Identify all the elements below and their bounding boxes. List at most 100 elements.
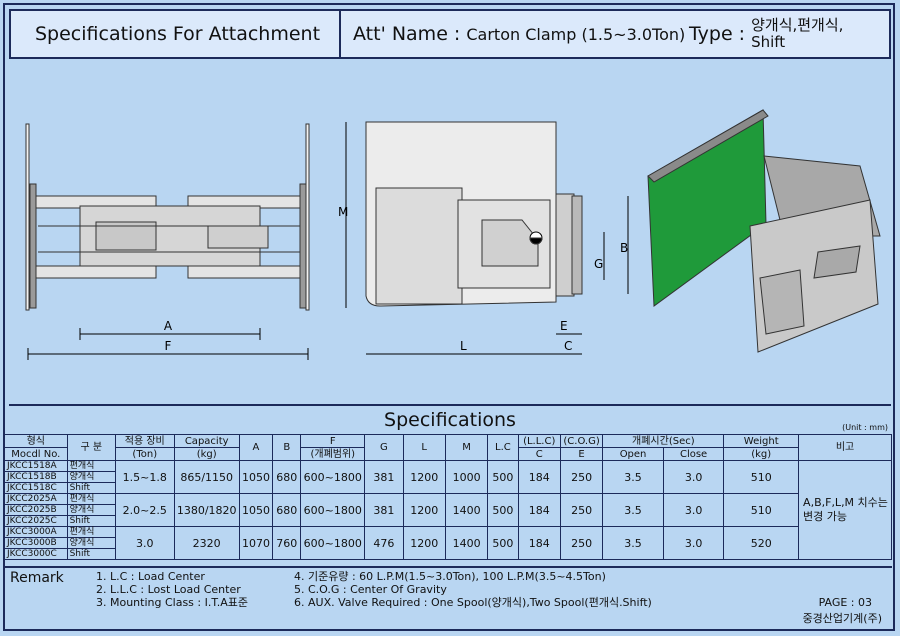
- g-cell: 381: [364, 493, 404, 527]
- hdr-kind: 구 분: [66, 434, 117, 461]
- c-cell: 184: [517, 460, 561, 494]
- dim-a-label: A: [164, 319, 173, 333]
- c-cell: 184: [517, 493, 561, 527]
- dim-b-label: B: [620, 241, 628, 255]
- e-cell: 250: [559, 493, 604, 527]
- m-cell: 1400: [444, 526, 489, 560]
- remark-section: Remark 1. L.C : Load Center 2. L.L.C : L…: [4, 566, 892, 628]
- hdr-time: 개폐시간(Sec): [602, 434, 725, 448]
- weight-cell: 510: [723, 460, 800, 494]
- model-cell: JKCC1518C: [4, 482, 68, 494]
- kind-cell: Shift: [66, 515, 117, 527]
- hdr-b: B: [272, 434, 302, 461]
- truck-cell: 3.0: [115, 526, 175, 560]
- hdr-cog-e: E: [559, 447, 604, 461]
- table-row: JKCC2025B 양개식: [4, 504, 892, 516]
- hdr-f: F: [300, 434, 366, 448]
- table-row: JKCC3000A 편개식 3.0 2320 1070 760 600~1800…: [4, 526, 892, 560]
- model-cell: JKCC3000A: [4, 526, 68, 538]
- kind-cell: 양개식: [66, 471, 117, 483]
- kind-cell: Shift: [66, 548, 117, 560]
- l-cell: 1200: [402, 460, 446, 494]
- hdr-lc: L.C: [487, 434, 519, 461]
- type-label: Type :: [689, 23, 746, 45]
- dim-e-label: E: [560, 319, 568, 333]
- f-cell: 600~1800: [300, 493, 366, 527]
- f-cell: 600~1800: [300, 460, 366, 494]
- technical-drawing: A F M L E C B G: [25, 109, 881, 360]
- a-cell: 1050: [238, 493, 274, 527]
- model-cell: JKCC1518A: [4, 460, 68, 472]
- open-cell: 3.5: [602, 493, 664, 527]
- b-cell: 680: [272, 493, 302, 527]
- company-name: 중경산업기계(주): [802, 612, 882, 625]
- remark-item: 3. Mounting Class : I.T.A표준: [96, 596, 249, 609]
- truck-cell: 1.5~1.8: [115, 460, 175, 494]
- b-cell: 680: [272, 460, 302, 494]
- hdr-m: M: [444, 434, 489, 461]
- page-number: PAGE : 03: [818, 596, 872, 609]
- hdr-close: Close: [662, 447, 725, 461]
- table-row: JKCC2025A 편개식 2.0~2.5 1380/1820 1050 680…: [4, 493, 892, 527]
- remark-item: 4. 기준유량 : 60 L.P.M(1.5~3.0Ton), 100 L.P.…: [294, 570, 606, 583]
- hdr-truck-unit: (Ton): [115, 447, 175, 461]
- lc-cell: 500: [487, 493, 519, 527]
- hdr-note: 비고: [798, 434, 892, 461]
- capacity-cell: 865/1150: [173, 460, 240, 494]
- dim-f-label: F: [165, 339, 172, 353]
- hdr-l: L: [402, 434, 446, 461]
- hdr-open: Open: [602, 447, 664, 461]
- side-view: M L E C B G: [338, 121, 629, 355]
- att-name: Att' Name : Carton Clamp (1.5~3.0Ton): [341, 23, 689, 45]
- remark-item: 2. L.L.C : Lost Load Center: [96, 583, 241, 596]
- page-title: Specifications For Attachment: [11, 11, 341, 57]
- remark-list-right: 4. 기준유량 : 60 L.P.M(1.5~3.0Ton), 100 L.P.…: [294, 570, 652, 609]
- kind-cell: 양개식: [66, 504, 117, 516]
- table-row: JKCC1518B 양개식: [4, 471, 892, 483]
- kind-cell: Shift: [66, 482, 117, 494]
- hdr-truck: 적용 장비: [115, 434, 175, 448]
- dim-m-label: M: [338, 205, 348, 219]
- kind-cell: 양개식: [66, 537, 117, 549]
- l-cell: 1200: [402, 526, 446, 560]
- att-name-label: Att' Name :: [353, 23, 461, 45]
- model-cell: JKCC2025B: [4, 504, 68, 516]
- hdr-weight: Weight: [723, 434, 800, 448]
- dim-l-label: L: [460, 339, 467, 353]
- e-cell: 250: [559, 526, 604, 560]
- table-row: JKCC1518A 편개식 1.5~1.8 865/1150 1050 680 …: [4, 460, 892, 560]
- g-cell: 381: [364, 460, 404, 494]
- remark-item: 1. L.C : Load Center: [96, 570, 205, 583]
- open-cell: 3.5: [602, 526, 664, 560]
- hdr-llc: (L.L.C): [517, 434, 561, 448]
- b-cell: 760: [272, 526, 302, 560]
- kind-cell: 편개식: [66, 526, 117, 538]
- dim-c-label: C: [564, 339, 572, 353]
- a-cell: 1050: [238, 460, 274, 494]
- weight-cell: 510: [723, 493, 800, 527]
- open-cell: 3.5: [602, 460, 664, 494]
- spec-title: Specifications: [9, 404, 891, 431]
- hdr-capacity: Capacity: [173, 434, 240, 448]
- hdr-llc-c: C: [517, 447, 561, 461]
- outer-frame: [3, 3, 895, 631]
- hdr-model-kr: 형식: [4, 434, 68, 448]
- kind-cell: 편개식: [66, 493, 117, 505]
- unit-note: (Unit : mm): [842, 423, 888, 432]
- weight-cell: 520: [723, 526, 800, 560]
- lc-cell: 500: [487, 526, 519, 560]
- hdr-f-unit: (개폐범위): [300, 447, 366, 461]
- remark-item: 5. C.O.G : Center Of Gravity: [294, 583, 447, 596]
- capacity-cell: 1380/1820: [173, 493, 240, 527]
- a-cell: 1070: [238, 526, 274, 560]
- model-cell: JKCC2025C: [4, 515, 68, 527]
- close-cell: 3.0: [662, 493, 725, 527]
- top-view: A F: [25, 123, 310, 360]
- model-cell: JKCC3000B: [4, 537, 68, 549]
- table-row: JKCC3000B 양개식: [4, 537, 892, 549]
- l-cell: 1200: [402, 493, 446, 527]
- m-cell: 1400: [444, 493, 489, 527]
- c-cell: 184: [517, 526, 561, 560]
- g-cell: 476: [364, 526, 404, 560]
- header: Specifications For Attachment Att' Name …: [9, 9, 891, 59]
